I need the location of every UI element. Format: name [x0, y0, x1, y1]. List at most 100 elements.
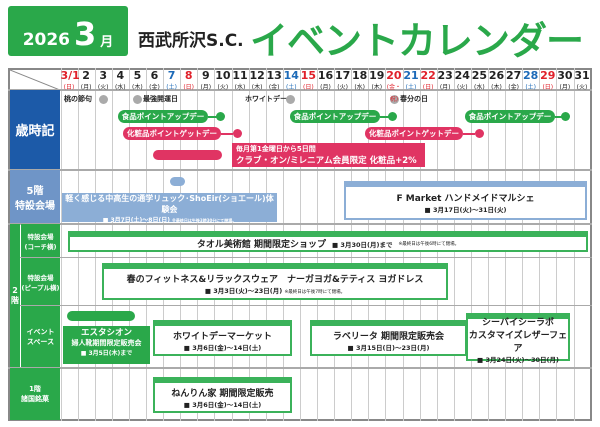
food-point-day: 食品ポイントアップデー [465, 110, 555, 123]
event-laberita[interactable]: ラベリータ 期間限定販売会■ 3月15日(日)～23日(月) [310, 320, 467, 356]
event-date: ■ 3月30日(月)まで [332, 240, 393, 249]
event-date: ■ 3月6日(金)～14日(土) [183, 343, 262, 352]
event-title: 軽く感じる中高生の通学リュック･ShoEir(ショエール)体験会 [65, 194, 274, 214]
event-date: ■ 3月3日(火)～23日(月) [204, 287, 283, 295]
day-header: 20(金・祝) [385, 70, 402, 106]
day-number: 6 [150, 69, 159, 82]
day-number: 12 [249, 69, 265, 82]
day-header: 15(日) [300, 70, 317, 94]
event-estacion[interactable]: エスタシオン婦人靴期間限定販売会■ 3月5日(木)まで [63, 326, 150, 364]
day-number: 25 [471, 69, 488, 82]
day-number: 24 [454, 69, 470, 82]
event-note: ※最終日は午後3時30分にて閉場。 [172, 218, 237, 223]
day-header: 5 (木) [129, 70, 146, 94]
day-number: 18 [352, 69, 368, 82]
weekday: (土) [525, 84, 537, 91]
corner-diagonal [10, 70, 60, 90]
day-header: 12 (木) [249, 70, 266, 94]
day-header: 10 (火) [214, 70, 231, 94]
event-date: ■ 3月17日(火)～31日(火) [424, 206, 507, 214]
day-number: 2 [82, 69, 90, 82]
cosme-point-day: 化粧品ポイントゲットデー [123, 127, 221, 140]
cosme-point-day: 化粧品ポイントゲットデー [365, 127, 463, 140]
day-header: 19(木) [368, 70, 385, 94]
event-date: ■ 3月15日(日)～23日(月) [347, 343, 430, 352]
weekday: (火) [217, 84, 229, 91]
row-label-1f: 1階 諸国銘菓 [10, 368, 60, 420]
event-date: ■ 3月6日(金)～14日(土) [183, 400, 262, 409]
day-number: 9 [201, 69, 210, 82]
month-unit: 月 [100, 35, 114, 50]
event-title: シーバイシーラボ [482, 317, 554, 328]
event-date: ■ 3月24日(火)～30日(月) [477, 355, 559, 364]
weekday: (火) [97, 84, 109, 91]
event-fmarket[interactable]: F Market ハンドメイドマルシェ■ 3月17日(火)～31日(火) [344, 181, 587, 220]
mall-name: 西武所沢S.C. [138, 31, 244, 51]
day-number: 10 [215, 69, 231, 82]
club-on-line1: 毎月第1金曜日から5日間 [236, 145, 316, 153]
estacion-bubble [67, 311, 135, 321]
day-header: 11 (水) [232, 70, 249, 94]
day-header: 6 (金) [146, 70, 163, 94]
event-fitness[interactable]: 春のフィットネス&リラックスウェア ナーガヨガ&テティス ヨガドレス■ 3月3日… [102, 263, 448, 300]
weekday: (土) [285, 84, 297, 91]
event-title: タオル美術館 期間限定ショップ [196, 240, 327, 250]
day-header: 2 (月) [78, 70, 95, 94]
event-whiteday-market[interactable]: ホワイトデーマーケット■ 3月6日(金)～14日(土) [153, 320, 292, 356]
weekday: (水) [234, 84, 246, 91]
day-header: 9 (月) [197, 70, 214, 94]
weekday: (水) [474, 84, 485, 91]
event-title: ねんりん家 期間限定販売 [171, 388, 274, 399]
day-number: 3/1 [60, 69, 80, 82]
cosme-dot [475, 129, 484, 138]
day-number: 5 [133, 69, 142, 82]
weekday: (金) [149, 84, 160, 91]
day-header: 26(木) [488, 70, 505, 94]
weekday: (日) [63, 84, 75, 91]
weekday: (日) [542, 84, 554, 91]
day-header: 13 (金) [266, 70, 283, 94]
day-header: 18(水) [351, 70, 368, 94]
kaiun-label: 最強開運日 [143, 95, 178, 103]
day-number: 17 [334, 69, 351, 82]
month: 3 [74, 15, 97, 53]
day-header: 17 (火) [334, 70, 351, 94]
weekday: (木) [251, 84, 263, 91]
weekday: (火) [337, 84, 348, 91]
weekday: (土) [405, 84, 417, 91]
weekday: (月) [559, 84, 571, 91]
event-date: ■ 3月5日(木)まで [80, 350, 133, 357]
event-nenrin[interactable]: ねんりん家 期間限定販売■ 3月6日(金)～14日(土) [153, 377, 292, 413]
shoeir-bubble [170, 177, 185, 186]
weekday: (月) [200, 84, 212, 91]
day-number: 7 [167, 69, 176, 82]
event-shoeir[interactable]: 軽く感じる中高生の通学リュック･ShoEir(ショエール)体験会 ■ 3月7日(… [62, 193, 277, 224]
event-cbyc[interactable]: シーバイシーラボカスタマイズレザーフェア■ 3月24日(火)～30日(月) [466, 313, 570, 364]
day-header: 31(火) [574, 70, 591, 94]
month-badge: 2026 3 月 [8, 6, 128, 56]
weekday: (金) [268, 84, 280, 91]
weekday: (木) [132, 84, 143, 91]
day-number: 31 [574, 69, 590, 82]
weekday: (水) [114, 84, 126, 91]
weekday: (月) [80, 84, 92, 91]
day-header: 4(水) [112, 70, 129, 94]
weekday: (土) [166, 84, 177, 91]
day-number: 13 [266, 69, 282, 82]
event-towel[interactable]: タオル美術館 期間限定ショップ ■ 3月30日(月)まで ※最終日は午後6時にて閉場… [68, 231, 588, 252]
day-header: 14(土) [283, 70, 300, 94]
day-number: 15 [300, 69, 317, 82]
day-number: 28 [523, 69, 539, 82]
event-note: ※最終日は午後6時にて閉場。 [398, 241, 460, 247]
weekday: (月) [320, 84, 331, 91]
row-label-seasonal: 歳時記 [10, 90, 60, 169]
kaiun-dot [133, 95, 142, 104]
event-date: ■ 3月7日(土)～8日(日) [102, 217, 170, 224]
day-gridline [60, 68, 62, 421]
day-number: 16 [317, 69, 334, 82]
day-number: 3 [99, 69, 108, 82]
momo-dot [99, 95, 108, 104]
day-number: 11 [232, 69, 248, 82]
momo-label: 桃の節句 [64, 95, 92, 103]
day-header: 27(金) [505, 70, 522, 94]
